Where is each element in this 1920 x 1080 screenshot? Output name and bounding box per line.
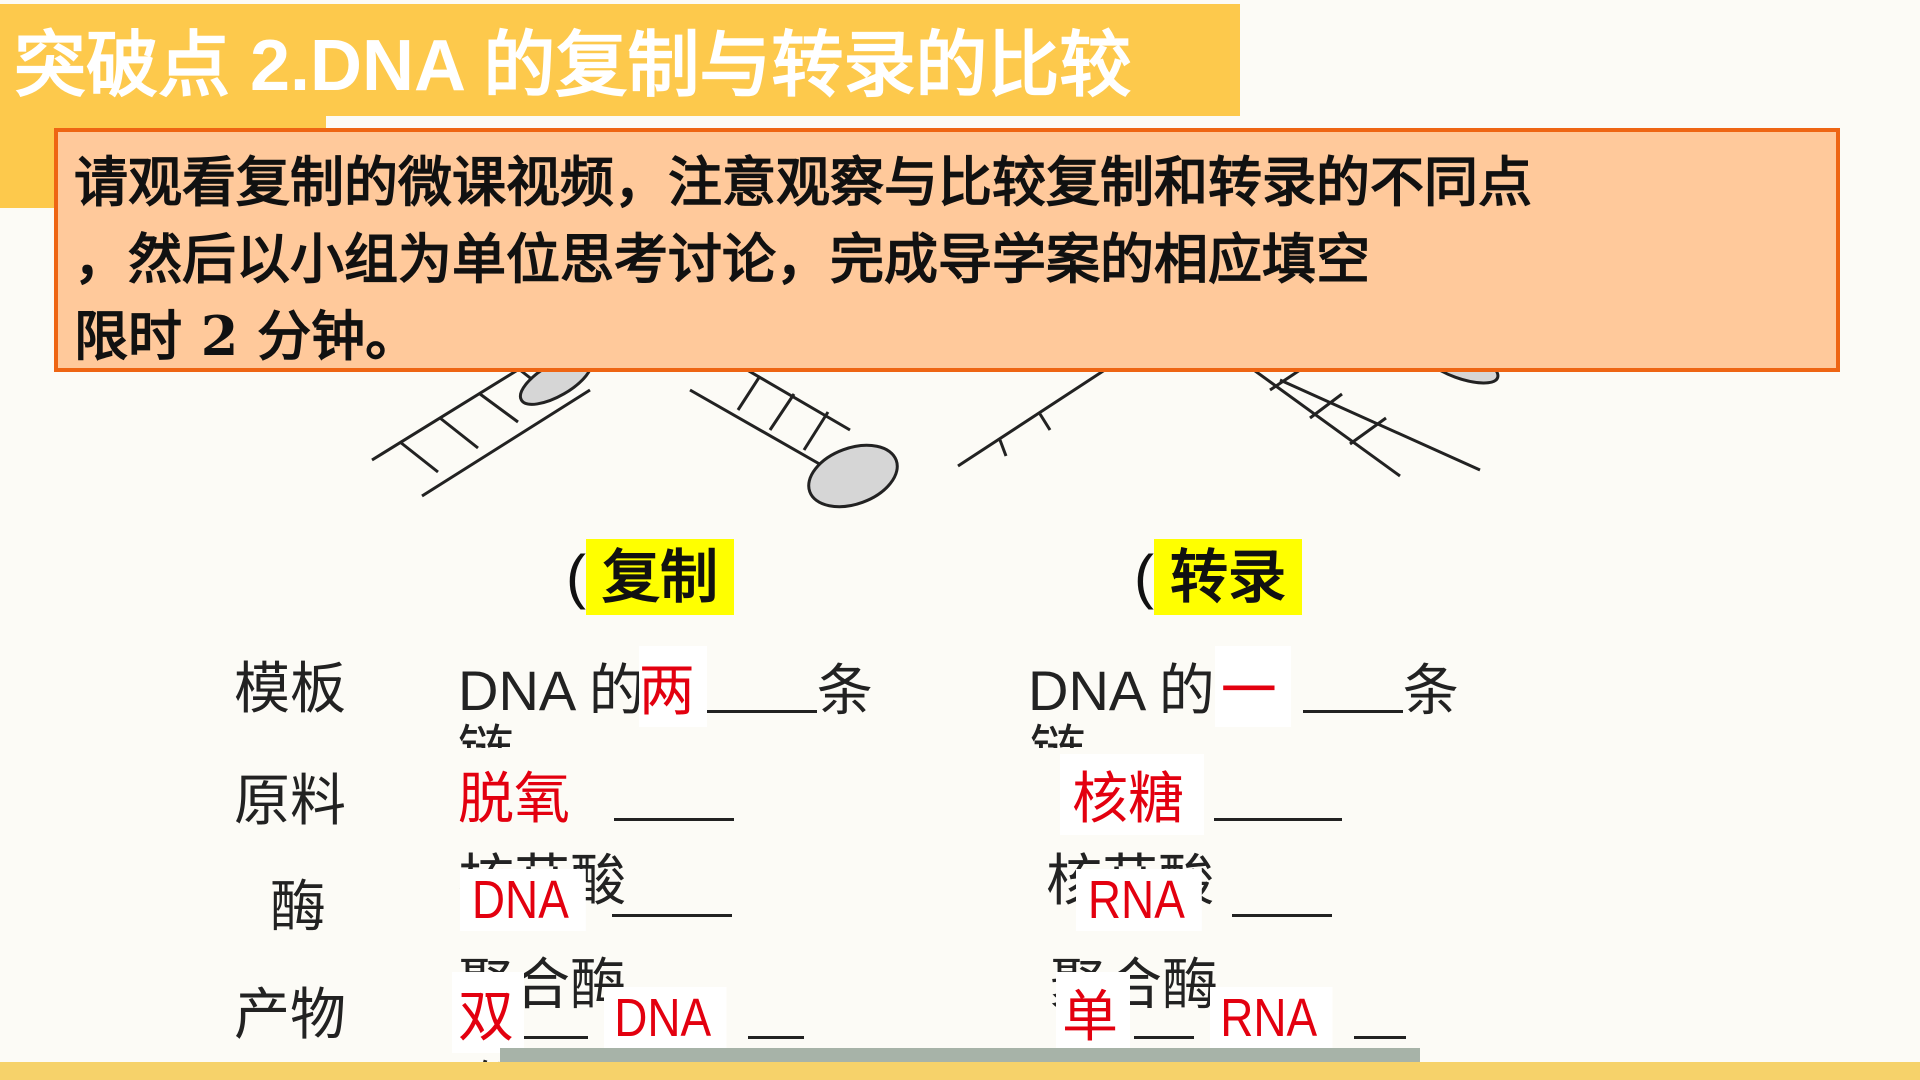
transcription-template-suffix: 条 <box>1402 659 1459 722</box>
slide-title: 突破点 2.DNA 的复制与转录的比较 <box>14 26 1132 106</box>
transcription-template-blank <box>1302 710 1403 713</box>
transcription-product-blank-1 <box>1134 1036 1194 1039</box>
instruction-line-1: 请观看复制的微课视频，注意观察与比较复制和转录的不同点 <box>74 150 1532 214</box>
replication-product-blank-2 <box>748 1036 805 1039</box>
replication-paren: ( <box>566 543 586 610</box>
instruction-box: 请观看复制的微课视频，注意观察与比较复制和转录的不同点 ，然后以小组为单位思考讨… <box>54 128 1840 372</box>
transcription-enzyme-cell: RNA <box>1076 866 1333 931</box>
transcription-material-blank <box>1214 818 1342 821</box>
transcription-material-cell: 核糖 <box>1060 754 1342 835</box>
replication-enzyme-blank <box>612 914 733 917</box>
replication-product-answer-2: DNA <box>604 987 727 1049</box>
transcription-template-answer: 一 <box>1214 646 1291 727</box>
transcription-enzyme-blank <box>1232 914 1333 917</box>
instruction-line-2: ，然后以小组为单位思考讨论，完成导学案的相应填空 <box>74 227 1370 291</box>
replication-enzyme-cell: DNA <box>460 866 733 931</box>
instruction-line-3: 限时 2 分钟。 <box>74 304 420 368</box>
replication-template-suffix: 条 <box>816 659 873 722</box>
replication-product-answer-1: 双 <box>452 972 524 1053</box>
transcription-paren: ( <box>1134 543 1154 610</box>
transcription-product-blank-2 <box>1354 1036 1407 1039</box>
replication-enzyme-answer: DNA <box>460 869 586 931</box>
replication-template-blank <box>706 710 817 713</box>
transcription-enzyme-answer: RNA <box>1076 869 1202 931</box>
replication-template-tail: 链 <box>458 720 514 748</box>
row-label-product: 产物 <box>234 983 346 1048</box>
row-label-enzyme: 酶 <box>270 875 326 940</box>
transcription-template-cell: DNA 的一 条 <box>1028 646 1459 727</box>
transcription-label-text: 转录 <box>1153 539 1302 615</box>
replication-product-cell: 双 DNA <box>452 972 805 1053</box>
transcription-label: (转录 <box>1134 530 1302 615</box>
replication-template-cell: DNA 的两 条 <box>458 646 873 727</box>
replication-material-cell: 脱氧 <box>458 754 734 835</box>
replication-product-blank-1 <box>524 1036 588 1039</box>
transcription-material-answer: 核糖 <box>1060 754 1204 835</box>
row-label-template: 模板 <box>234 657 346 722</box>
replication-material-blank <box>614 818 734 821</box>
replication-material-answer: 脱氧 <box>458 767 570 830</box>
replication-template-prefix: DNA 的 <box>458 659 645 722</box>
transcription-template-tail: 链 <box>1030 720 1086 748</box>
transcription-product-answer-1: 单 <box>1056 972 1130 1053</box>
dna-helix-illustration <box>371 360 1500 509</box>
replication-label-text: 复制 <box>585 539 734 615</box>
title-banner <box>0 4 1240 116</box>
replication-label: (复制 <box>566 530 734 615</box>
transcription-product-answer-2: RNA <box>1210 987 1333 1049</box>
row-label-material: 原料 <box>234 769 346 834</box>
transcription-product-cell: 单 RNA <box>1056 972 1407 1053</box>
bottom-yellow-bar <box>0 1062 1920 1080</box>
transcription-template-prefix: DNA 的 <box>1028 659 1215 722</box>
bottom-gray-bar <box>500 1048 1420 1062</box>
replication-template-answer: 两 <box>638 646 707 727</box>
